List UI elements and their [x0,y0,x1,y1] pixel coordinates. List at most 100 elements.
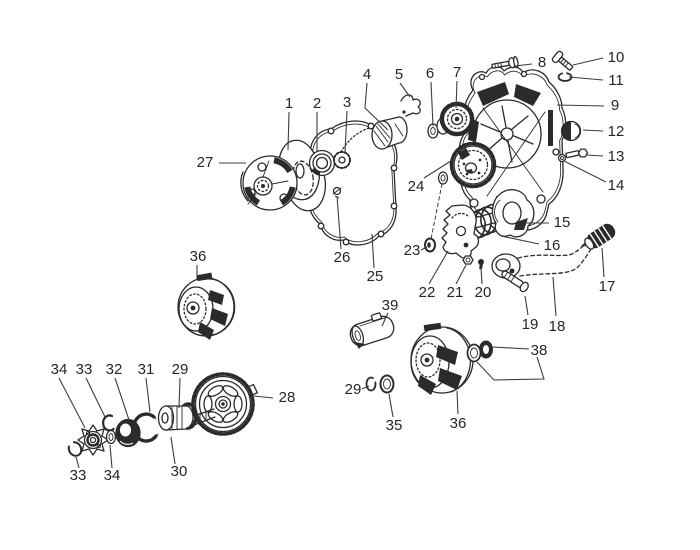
leader-line-33 [85,377,106,418]
part-number-1: 1 [285,95,293,112]
leader-line-18 [552,276,557,317]
leader-line-19 [524,295,529,316]
washers-38-drawing [466,340,493,363]
part-number-14: 14 [608,177,625,194]
nut-14-drawing [557,153,567,163]
leader-line-26 [336,195,342,250]
part-number-4: 4 [363,66,371,83]
part-number-39: 39 [382,297,399,314]
driven-gear-24-drawing [449,141,497,189]
leader-line-29 [361,385,370,390]
leader-line-32 [114,377,130,421]
part-number-30: 30 [171,463,188,480]
leader-line-14 [563,160,607,183]
part-number-28: 28 [279,389,296,406]
part-number-13: 13 [608,148,625,165]
ring-35-drawing [379,374,395,394]
part-number-19: 19 [522,316,539,333]
part-number-21: 21 [447,284,464,301]
part-number-36: 36 [190,248,207,265]
part-number-33: 33 [70,467,87,484]
pawl-housing-15-drawing [491,189,535,238]
part-number-25: 25 [367,268,384,285]
part-number-33: 33 [76,361,93,378]
clip-33-lower-drawing [67,441,83,457]
bearing-drawing [308,149,336,177]
leader-line-31 [145,377,151,413]
part-number-22: 22 [419,284,436,301]
leader-line-4 [364,82,389,131]
part-number-24: 24 [408,178,425,195]
part-number-36: 36 [450,415,467,432]
lever-pin-19-drawing [501,270,529,293]
part-number-20: 20 [475,284,492,301]
part-number-34: 34 [104,467,121,484]
screw-10-drawing [551,50,574,71]
part-number-5: 5 [395,66,403,83]
clutch-bell-upper-36-drawing [177,272,236,340]
leader-line-28 [253,395,274,399]
leader-line-22 [428,250,449,285]
part-number-8: 8 [538,54,546,71]
washer-alignment-dashes [430,183,443,240]
clip-5-drawing [400,94,421,117]
leader-line-5 [399,82,411,98]
part-number-27: 27 [197,154,214,171]
leader-line-17 [601,247,605,278]
washer-34-lower-drawing [105,429,117,445]
part-number-26: 26 [334,249,351,266]
part-number-6: 6 [426,65,434,82]
leader-line-38 [492,346,530,350]
sector-gear-22-drawing [441,204,480,259]
part-number-9: 9 [611,97,619,114]
drive-wheel-28-drawing [191,372,258,436]
part-number-29: 29 [172,361,189,378]
nut-21-drawing [462,255,474,265]
part-number-23: 23 [404,242,421,259]
part-number-35: 35 [386,417,403,434]
leader-line-23 [420,246,428,251]
bolt-20-drawing [478,259,484,270]
pump-gear-7-drawing [436,101,475,137]
shaft-nut-drawing [333,151,351,169]
part-number-15: 15 [554,214,571,231]
leader-line-8 [514,63,533,67]
leader-line-36 [456,390,459,415]
part-number-38: 38 [531,342,548,359]
part-number-18: 18 [549,318,566,335]
clip-33-upper-drawing [102,414,115,432]
leader-line-20 [480,267,483,285]
leader-line-24 [423,158,455,179]
leader-line-21 [455,264,467,285]
leader-line-1 [287,111,290,151]
leader-line-34 [58,377,86,429]
leader-line-33 [75,456,80,469]
part-number-29: 29 [345,381,362,398]
leader-line-16 [500,235,540,245]
leader-line-6 [430,81,434,127]
pump-body-4-drawing [371,116,408,150]
kickstart-rubber-17-drawing [584,223,616,250]
bolt-13-drawing [565,148,589,159]
part-number-2: 2 [313,95,321,112]
roller-39-drawing [349,312,395,349]
ring-29-lower-drawing [365,376,377,392]
part-number-12: 12 [608,123,625,140]
leader-line-10 [572,57,604,66]
part-number-7: 7 [453,64,461,81]
leader-line-3 [344,110,348,154]
sprocket-34-drawing [77,424,109,456]
leader-line-12 [582,129,604,132]
part-number-16: 16 [544,237,561,254]
leader-line-9 [556,104,605,107]
part-number-31: 31 [138,361,155,378]
clutch-bell-lower-36-drawing [410,322,474,395]
part-number-10: 10 [608,49,625,66]
plug-12-drawing [560,120,582,142]
bearing-race-32-drawing [115,418,141,448]
leader-line-34 [109,444,113,469]
leader-line-29 [178,377,181,409]
